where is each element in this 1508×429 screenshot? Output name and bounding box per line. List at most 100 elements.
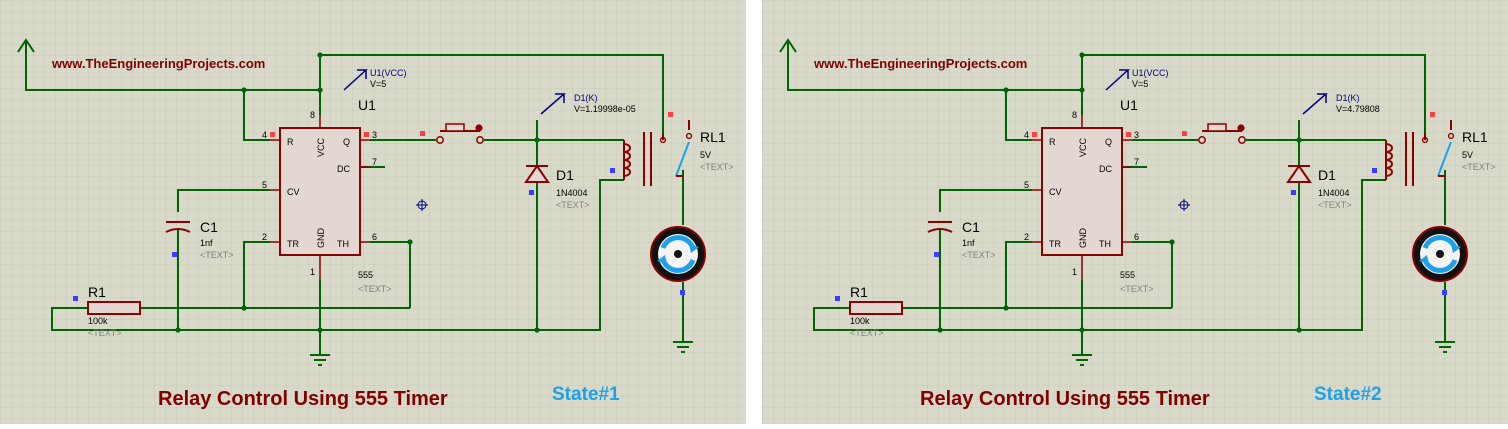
relay-rl1[interactable]: RL1 5V <TEXT> [623,120,734,186]
ground-icon [310,354,330,366]
diode-probe-label: D1(K) [1336,93,1360,103]
capacitor-text-placeholder: <TEXT> [962,250,996,260]
logic-marker [1372,168,1377,173]
pin-number-1: 1 [310,267,315,277]
relay-value: 5V [1462,150,1473,160]
dc-motor-icon[interactable] [1412,226,1468,282]
vcc-probe-label: U1(VCC) [1132,68,1169,78]
wire-trigger [1005,241,1032,308]
ground-icon [673,341,693,353]
pin-label-gnd: GND [316,228,326,249]
relay-reference: RL1 [1462,129,1488,145]
diode-d1[interactable]: D1 1N4004 <TEXT> [524,164,590,210]
capacitor-value: 1nf [200,238,213,248]
pin-label-cv: CV [287,187,300,197]
junction-dot [937,327,943,333]
junction-dots [175,52,540,333]
relay-text-placeholder: <TEXT> [700,162,734,172]
logic-marker [610,168,615,173]
switch-knob-icon [1237,124,1245,132]
wire-ground-rail [813,307,1299,331]
resistor-reference: R1 [88,284,106,300]
pin-number-8: 8 [310,110,315,120]
wire-relay-return [1299,179,1386,331]
junction-dot [1169,239,1175,245]
wire-trigger [243,241,270,308]
diode-probe-value: V=1.19998e-05 [574,104,636,114]
push-button-switch[interactable] [436,123,484,144]
logic-marker [529,190,534,195]
junction-dot [1079,327,1085,333]
diode-reference: D1 [1318,167,1336,183]
logic-marker [668,112,673,117]
relay-reference: RL1 [700,129,726,145]
pin-label-tr: TR [1049,239,1061,249]
pin-number-6: 6 [372,232,377,242]
pin-label-dc: DC [337,164,350,174]
timer-555[interactable]: R Q DC CV TR TH VCC GND 4 8 3 7 5 2 6 1 … [262,97,392,294]
wire-cv-cap [177,189,270,212]
pin-number-4: 4 [1024,130,1029,140]
push-button-switch[interactable] [1198,123,1246,144]
junction-dot [317,327,323,333]
origin-crosshair-icon [416,199,428,211]
junction-dot [1296,327,1302,333]
schematic-panel-state-2: www.TheEngineeringProjects.com [762,0,1508,424]
wire-power-rail [787,45,1082,91]
junction-dot [1003,305,1009,311]
wire-ground-rail [51,307,537,331]
capacitor-value: 1nf [962,238,975,248]
junction-dot [317,52,323,58]
voltage-probe-diode[interactable]: D1(K) V=4.79808 [1302,93,1380,115]
timer-text-placeholder: <TEXT> [1120,284,1154,294]
diode-d1[interactable]: D1 1N4004 <TEXT> [1286,164,1352,210]
junction-dot [534,327,540,333]
power-terminal-icon [17,38,35,53]
junction-dot [241,87,247,93]
timer-text-placeholder: <TEXT> [358,284,392,294]
capacitor-c1[interactable]: C1 1nf <TEXT> [165,219,234,260]
probe-arrow-icon [540,93,567,115]
pin-label-reset: R [1049,137,1056,147]
resistor-r1[interactable]: R1 100k <TEXT> [849,284,903,338]
resistor-r1[interactable]: R1 100k <TEXT> [87,284,141,338]
canvas-grid [0,0,746,424]
pin-label-dc: DC [1099,164,1112,174]
state-label: State#2 [1314,384,1382,405]
relay-text-placeholder: <TEXT> [1462,162,1496,172]
pin-number-3: 3 [1134,130,1139,140]
pin-number-7: 7 [1134,157,1139,167]
schematic-canvas: www.TheEngineeringProjects.com [0,0,746,424]
dc-motor-icon[interactable] [650,226,706,282]
vcc-probe-value: V=5 [1132,79,1148,89]
junction-dot [317,87,323,93]
pin-label-gnd: GND [1078,228,1088,249]
wires [787,45,1446,355]
timer-part-number: 555 [1120,270,1135,280]
junction-dot [1079,87,1085,93]
diode-probe-value: V=4.79808 [1336,104,1380,114]
pin-number-2: 2 [262,232,267,242]
wire-cv-cap [939,189,1032,212]
diode-reference: D1 [556,167,574,183]
voltage-probe-vcc[interactable]: U1(VCC) V=5 [1105,68,1169,91]
pin-label-th: TH [1099,239,1111,249]
relay-rl1[interactable]: RL1 5V <TEXT> [1385,120,1496,186]
voltage-probe-diode[interactable]: D1(K) V=1.19998e-05 [540,93,636,115]
website-label: www.TheEngineeringProjects.com [813,56,1027,71]
pin-label-th: TH [337,239,349,249]
logic-marker [1442,290,1447,295]
wire-vcc-relay [319,54,664,133]
diode-text-placeholder: <TEXT> [1318,200,1352,210]
origin-crosshair-icon [1178,199,1190,211]
pin-label-cv: CV [1049,187,1062,197]
voltage-probe-vcc[interactable]: U1(VCC) V=5 [343,68,407,91]
vcc-probe-label: U1(VCC) [370,68,407,78]
timer-555[interactable]: R Q DC CV TR TH VCC GND 4 8 3 7 5 2 6 1 … [1024,97,1154,294]
capacitor-c1[interactable]: C1 1nf <TEXT> [927,219,996,260]
canvas-grid [762,0,1508,424]
pin-label-vcc: VCC [316,137,326,157]
logic-state-markers [835,112,1447,301]
logic-marker [1182,131,1187,136]
wire-reset [243,90,270,141]
